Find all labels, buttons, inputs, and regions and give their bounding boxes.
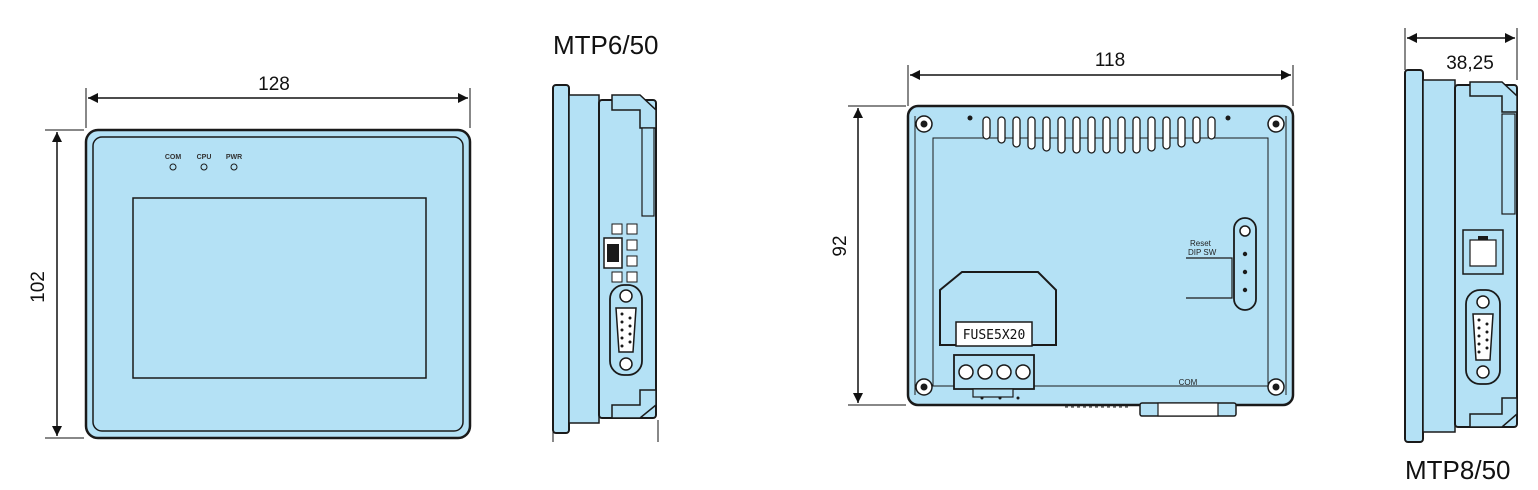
- side-indicator-1: [611, 223, 623, 235]
- rear-corner-screw-heads: [920, 120, 1280, 391]
- led-label-pwr: PWR: [226, 154, 242, 161]
- fuse-label-plate: [955, 321, 1033, 347]
- side-db9-screw-top: [619, 289, 633, 303]
- front-view: 128 102 COM CPU PWR: [28, 74, 472, 440]
- led-com-icon: [169, 163, 177, 171]
- side8-db9-pins: [1477, 318, 1489, 354]
- front-bezel-inner: [92, 136, 464, 432]
- reset-button-icon: [1239, 225, 1251, 237]
- side-db9-pins: [620, 312, 632, 348]
- side-indicator-2: [626, 223, 638, 235]
- rear-com-connector-shell: [1157, 402, 1219, 417]
- terminal-screws: [958, 364, 1031, 380]
- rear-mark-right: [1225, 115, 1231, 121]
- dip-switch-label: DIP SW: [1188, 248, 1217, 257]
- rear-mark-left: [967, 115, 973, 121]
- terminal-pin-b: [998, 396, 1002, 400]
- side-indicator-5: [611, 271, 623, 283]
- side-db9-screw-bottom: [619, 357, 633, 371]
- dip-switch-outline: [1186, 257, 1233, 299]
- terminal-pin-c: [1016, 396, 1020, 400]
- terminal-base: [972, 388, 1014, 398]
- reset-button-housing: [1233, 217, 1257, 311]
- rear-view: 118 92: [830, 50, 1295, 417]
- side-indicator-3: [626, 239, 638, 251]
- depth-value: 38,25: [1446, 53, 1494, 74]
- side-db9-shell: [615, 307, 637, 353]
- model-label-mtp8: MTP8/50: [1405, 455, 1511, 485]
- dip-dot-3: [1242, 287, 1248, 293]
- side8-bottom-clip: [1469, 397, 1518, 428]
- side8-body-front: [1422, 79, 1456, 433]
- front-screen: [132, 197, 427, 379]
- side-indicator-4: [626, 255, 638, 267]
- ethernet-latch: [1478, 236, 1488, 240]
- side8-db9-shell: [1472, 313, 1494, 361]
- dip-dot-2: [1242, 269, 1248, 275]
- side8-top-clip: [1469, 81, 1518, 113]
- side8-db9-screw-bottom: [1476, 365, 1490, 379]
- led-cpu-icon: [200, 163, 208, 171]
- rear-housing-inner: [932, 137, 1269, 387]
- rear-width-value: 118: [1095, 50, 1125, 71]
- side-slot: [641, 127, 655, 217]
- led-label-cpu: CPU: [197, 154, 212, 161]
- front-width-value: 128: [258, 74, 290, 95]
- rear-vent-slots: [982, 116, 1216, 154]
- rear-height-value: 92: [830, 235, 851, 256]
- fuse-label: FUSE5X20: [963, 328, 1026, 343]
- side8-slot: [1501, 113, 1516, 215]
- ethernet-socket: [1469, 239, 1497, 267]
- dip-dot-1: [1242, 251, 1248, 257]
- reset-label: Reset: [1190, 239, 1212, 248]
- led-label-com: COM: [165, 154, 182, 161]
- side-usb-socket: [607, 244, 619, 262]
- side-front-flange: [552, 84, 570, 434]
- terminal-pin-a: [980, 396, 984, 400]
- side8-front-flange: [1404, 69, 1424, 443]
- side-bottom-clip: [611, 389, 657, 419]
- model-label-mtp6: MTP6/50: [553, 30, 659, 60]
- rear-corner-screws: [915, 115, 1285, 396]
- com-port-label: COM: [1179, 378, 1198, 387]
- side-indicator-6: [626, 271, 638, 283]
- side-body-front: [568, 94, 600, 424]
- side-view-mtp6: [552, 84, 659, 442]
- front-height-value: 102: [28, 271, 49, 303]
- side-view-mtp8: 38,25: [1404, 28, 1518, 443]
- side8-db9-screw-top: [1476, 295, 1490, 309]
- led-pwr-icon: [230, 163, 238, 171]
